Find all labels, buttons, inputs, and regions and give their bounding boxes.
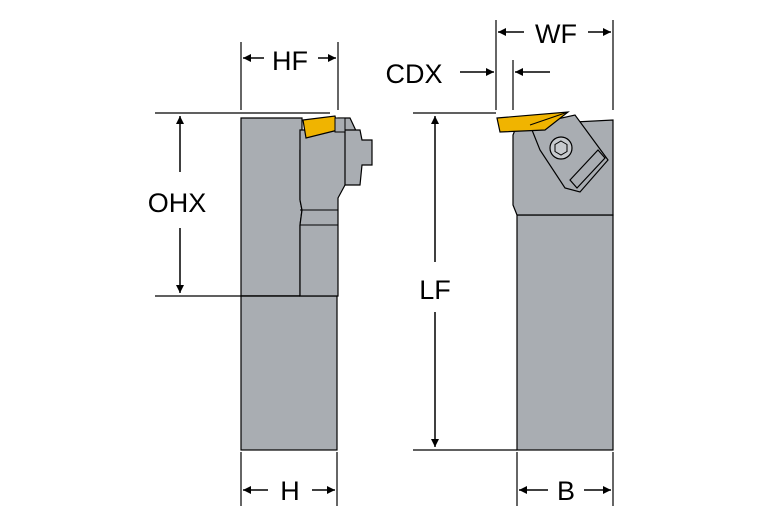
side-shank	[240, 117, 303, 297]
lf-label: LF	[419, 275, 451, 305]
lf-dimension: LF	[413, 112, 517, 451]
top-insert	[496, 111, 570, 133]
side-clamp	[344, 129, 373, 186]
wf-label: WF	[535, 19, 577, 49]
side-view	[240, 115, 373, 451]
ohx-dimension: OHX	[148, 112, 330, 297]
side-shank-lower	[240, 295, 338, 451]
screw-icon	[549, 136, 573, 160]
h-label: H	[280, 476, 300, 506]
top-shank	[516, 214, 614, 451]
top-clamp-slot	[569, 149, 606, 189]
top-view	[496, 111, 614, 451]
side-insert-seat	[334, 117, 346, 133]
cdx-label: CDX	[385, 59, 442, 89]
ohx-label: OHX	[148, 188, 207, 218]
hf-label: HF	[272, 46, 308, 76]
screw-socket-icon	[554, 140, 568, 156]
b-label: B	[557, 476, 575, 506]
wf-dimension: WF	[495, 19, 614, 110]
h-dimension: H	[240, 452, 338, 506]
cdx-dimension: CDX	[385, 59, 550, 110]
top-insert-edge	[529, 111, 569, 126]
hf-dimension: HF	[240, 42, 339, 110]
b-dimension: B	[516, 452, 614, 506]
